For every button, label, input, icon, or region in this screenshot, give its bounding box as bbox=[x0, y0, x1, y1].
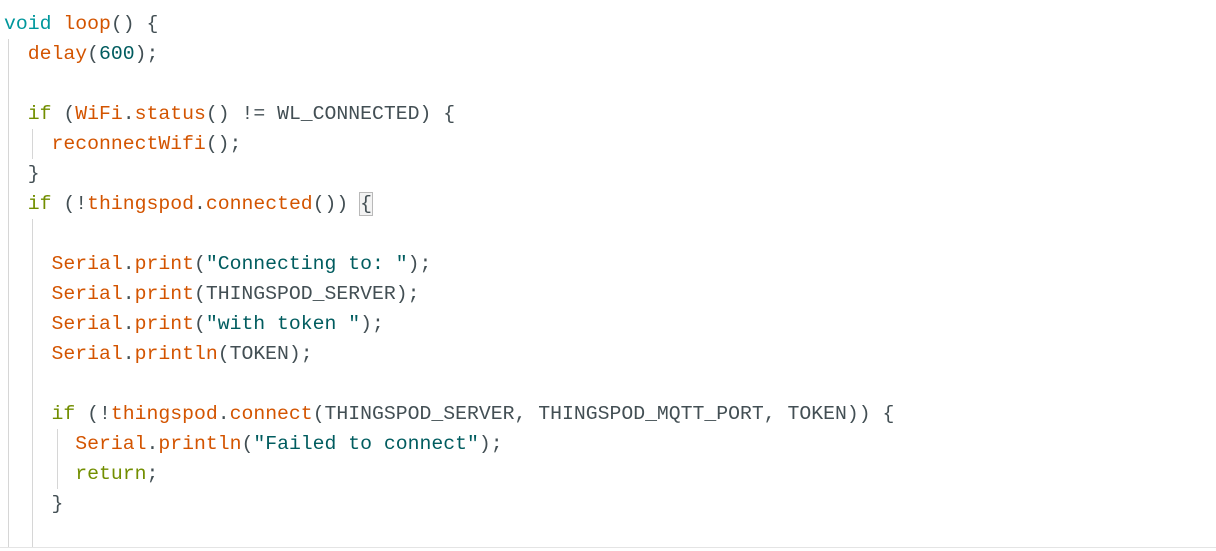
code-line[interactable]: if (!thingspod.connected()) { bbox=[4, 189, 374, 219]
code-token: () { bbox=[110, 13, 159, 35]
code-token: thingspod bbox=[110, 403, 218, 425]
code-line[interactable]: delay(600); bbox=[4, 39, 159, 69]
code-line[interactable]: Serial.print("Connecting to: "); bbox=[4, 249, 431, 279]
code-token: . bbox=[193, 193, 206, 215]
code-token: void bbox=[4, 13, 52, 35]
code-token: ); bbox=[407, 253, 432, 275]
code-token: . bbox=[122, 313, 135, 335]
code-token: (THINGSPOD_SERVER, THINGSPOD_MQTT_PORT, … bbox=[312, 403, 895, 425]
code-line[interactable]: } bbox=[4, 159, 40, 189]
code-token: Serial bbox=[51, 283, 123, 305]
code-token: } bbox=[4, 493, 64, 515]
code-token: thingspod bbox=[87, 193, 194, 215]
code-token: () != WL_CONNECTED) { bbox=[205, 103, 456, 125]
code-token: ); bbox=[134, 43, 159, 65]
code-token bbox=[4, 43, 28, 65]
code-token: print bbox=[134, 253, 194, 275]
code-token: . bbox=[122, 343, 135, 365]
code-token: . bbox=[217, 403, 230, 425]
code-token bbox=[4, 313, 51, 335]
code-token: . bbox=[146, 433, 159, 455]
code-token bbox=[4, 433, 75, 455]
code-line[interactable]: Serial.print(THINGSPOD_SERVER); bbox=[4, 279, 420, 309]
code-token: if bbox=[27, 193, 52, 215]
code-token: print bbox=[134, 283, 194, 305]
code-token: ( bbox=[193, 253, 206, 275]
code-token: ( bbox=[87, 43, 99, 65]
code-token: ); bbox=[360, 313, 384, 335]
code-token: "with token " bbox=[205, 313, 361, 335]
code-token: . bbox=[122, 283, 135, 305]
code-token: (! bbox=[75, 403, 111, 425]
code-token: (TOKEN); bbox=[217, 343, 313, 365]
code-token: delay bbox=[27, 43, 88, 65]
code-line[interactable]: return; bbox=[4, 459, 158, 489]
code-token: print bbox=[134, 313, 194, 335]
code-token bbox=[4, 403, 51, 425]
code-token bbox=[4, 193, 28, 215]
code-token: ( bbox=[51, 103, 76, 125]
code-token bbox=[4, 253, 51, 275]
code-token: println bbox=[158, 433, 242, 455]
code-token: ()) bbox=[312, 193, 361, 215]
code-token bbox=[4, 463, 75, 485]
code-line[interactable]: Serial.println("Failed to connect"); bbox=[4, 429, 503, 459]
indent-guide bbox=[32, 129, 33, 159]
code-token: "Connecting to: " bbox=[205, 253, 408, 275]
code-token: reconnectWifi bbox=[51, 133, 206, 155]
code-token: { bbox=[359, 192, 374, 216]
code-token: . bbox=[122, 253, 135, 275]
code-token bbox=[4, 133, 51, 155]
code-token: (THINGSPOD_SERVER); bbox=[193, 283, 420, 305]
code-token: status bbox=[134, 103, 206, 125]
code-token: if bbox=[27, 103, 52, 125]
indent-guide bbox=[57, 429, 58, 489]
code-token: if bbox=[51, 403, 76, 425]
code-token: ( bbox=[241, 433, 254, 455]
code-line[interactable]: reconnectWifi(); bbox=[4, 129, 241, 159]
code-token: 600 bbox=[98, 43, 135, 65]
code-token: (! bbox=[51, 193, 88, 215]
code-token: } bbox=[4, 163, 40, 185]
code-token: ; bbox=[146, 463, 159, 485]
code-token bbox=[51, 13, 63, 35]
code-token: ( bbox=[193, 313, 206, 335]
code-line[interactable]: Serial.print("with token "); bbox=[4, 309, 384, 339]
code-token: return bbox=[75, 463, 147, 485]
code-token: Serial bbox=[75, 433, 147, 455]
code-token bbox=[4, 103, 28, 125]
code-token: WiFi bbox=[75, 103, 123, 125]
code-token: loop bbox=[63, 13, 111, 35]
code-token: connected bbox=[205, 193, 313, 215]
code-token bbox=[4, 343, 51, 365]
code-line[interactable]: } bbox=[4, 489, 63, 519]
code-token: ); bbox=[478, 433, 503, 455]
code-line[interactable]: void loop() { bbox=[4, 9, 158, 39]
editor-bottom-border bbox=[0, 547, 1216, 548]
code-token bbox=[4, 283, 51, 305]
code-line[interactable]: Serial.println(TOKEN); bbox=[4, 339, 313, 369]
code-token: Serial bbox=[51, 313, 123, 335]
code-token: connect bbox=[229, 403, 313, 425]
code-token: Serial bbox=[51, 253, 123, 275]
indent-guide bbox=[8, 39, 9, 547]
indent-guide bbox=[32, 219, 33, 547]
code-token: println bbox=[134, 343, 218, 365]
code-line[interactable]: if (!thingspod.connect(THINGSPOD_SERVER,… bbox=[4, 399, 894, 429]
code-token: Serial bbox=[51, 343, 123, 365]
code-token: (); bbox=[205, 133, 242, 155]
code-token: "Failed to connect" bbox=[253, 433, 479, 455]
code-token: . bbox=[122, 103, 135, 125]
code-line[interactable]: if (WiFi.status() != WL_CONNECTED) { bbox=[4, 99, 455, 129]
